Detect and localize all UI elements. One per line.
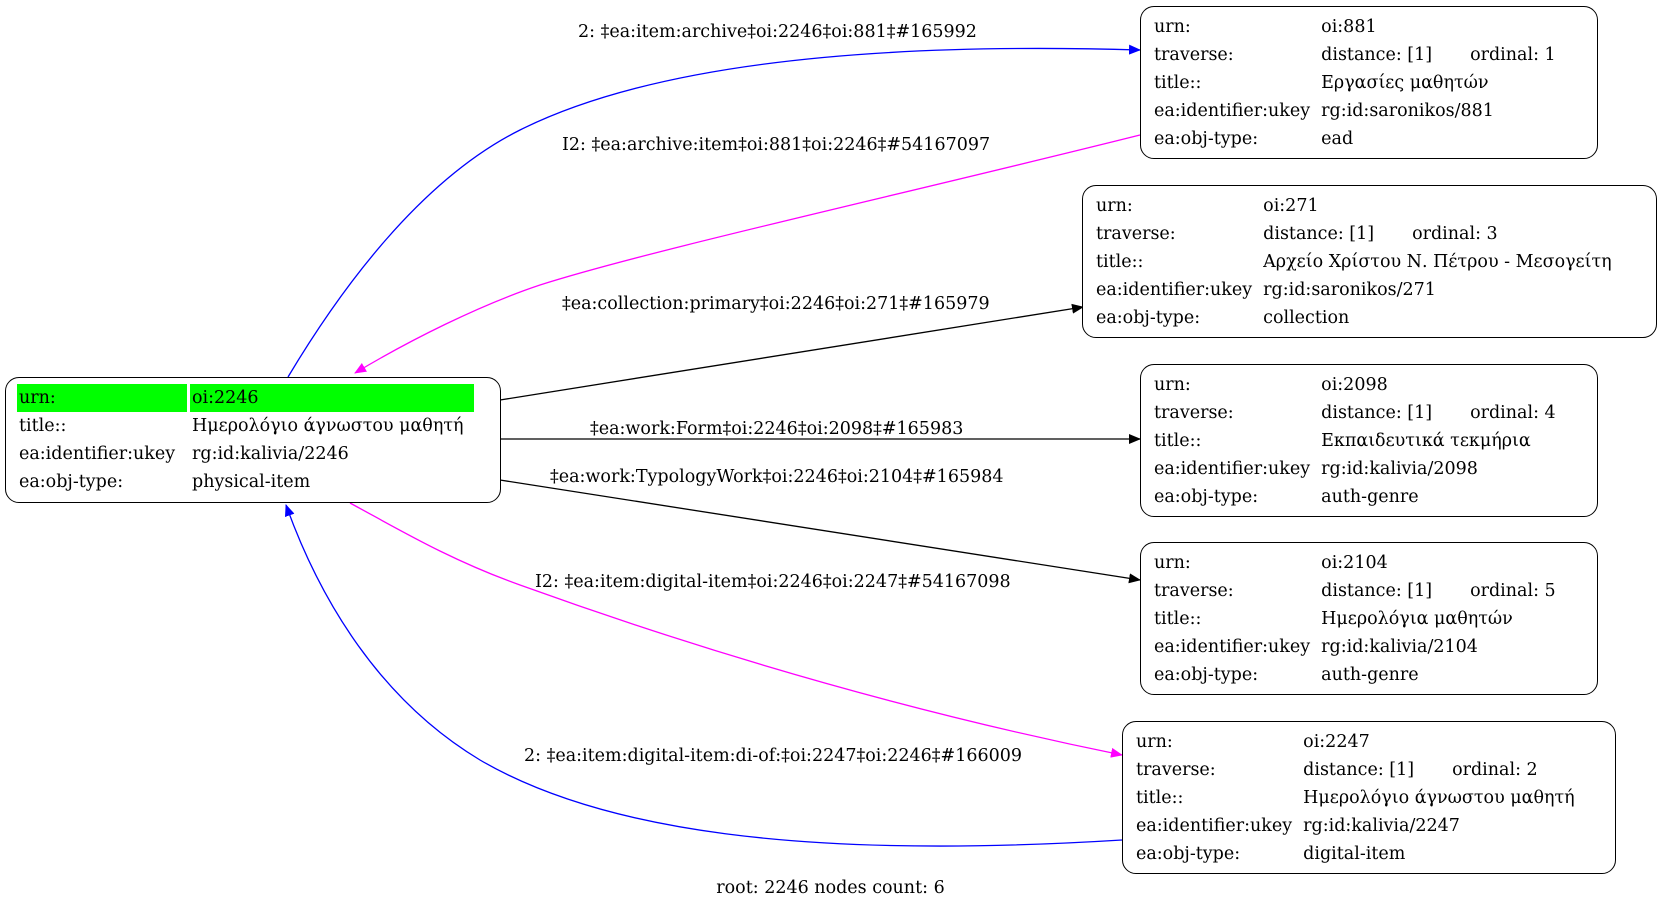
edge-2246-to-271[interactable] <box>499 303 1084 401</box>
title-value: Εκπαιδευτικά τεκμήρια <box>1321 431 1531 451</box>
distance-value: distance: [1] <box>1321 581 1433 601</box>
objtype-label: ea:obj-type: <box>1096 308 1201 328</box>
title-value: Εργασίες μαθητών <box>1321 73 1489 93</box>
objtype-label: ea:obj-type: <box>1154 487 1259 507</box>
distance-value: distance: [1] <box>1263 224 1375 244</box>
ordinal-value: ordinal: 2 <box>1452 760 1538 780</box>
root-node[interactable]: urn: oi:2246 title::Ημερολόγιο άγνωστου … <box>5 377 501 503</box>
title-label: title:: <box>1154 609 1202 629</box>
traverse-label: traverse: <box>1154 403 1234 423</box>
traverse-label: traverse: <box>1154 581 1234 601</box>
root-urn-row: urn: oi:2246 <box>17 384 474 412</box>
objtype-value: collection <box>1263 308 1350 328</box>
distance-value: distance: [1] <box>1321 403 1433 423</box>
title-value: Αρχείο Χρίστου Ν. Πέτρου - Μεσογείτη <box>1263 252 1612 272</box>
objtype-value: ead <box>1321 129 1354 149</box>
traverse-label: traverse: <box>1136 760 1216 780</box>
ordinal-value: ordinal: 1 <box>1470 45 1556 65</box>
title-label: title:: <box>1136 788 1184 808</box>
node-oi-2247[interactable]: urn: oi:2247 traverse: distance: [1] ordina… <box>1122 721 1616 874</box>
objtype-label: ea:obj-type: <box>1136 844 1241 864</box>
title-label: title:: <box>1154 73 1202 93</box>
ukey-value: rg:id:kalivia/2104 <box>1321 637 1478 657</box>
objtype-value: physical-item <box>192 472 311 492</box>
objtype-label: ea:obj-type: <box>1154 665 1259 685</box>
urn-value: oi:2098 <box>1321 375 1388 395</box>
ukey-label: ea:identifier:ukey <box>1096 280 1253 300</box>
edge-label: 2: ‡ea:item:archive‡oi:2246‡oi:881‡#1659… <box>578 22 977 42</box>
node-oi-2104[interactable]: urn: oi:2104 traverse: distance: [1] ordina… <box>1140 542 1598 695</box>
edge-label: ‡ea:work:TypologyWork‡oi:2246‡oi:2104‡#1… <box>550 467 1004 487</box>
edge-2246-to-2247[interactable] <box>349 502 1123 758</box>
edge-2246-to-881[interactable] <box>287 44 1141 378</box>
urn-value: oi:2247 <box>1303 732 1370 752</box>
urn-value: oi:2104 <box>1321 553 1388 573</box>
title-label: title:: <box>1096 252 1144 272</box>
graph-caption: root: 2246 nodes count: 6 <box>716 878 945 898</box>
ukey-label: ea:identifier:ukey <box>19 444 176 464</box>
ukey-value: rg:id:kalivia/2098 <box>1321 459 1478 479</box>
ordinal-value: ordinal: 5 <box>1470 581 1556 601</box>
objtype-value: digital-item <box>1303 844 1406 864</box>
ukey-label: ea:identifier:ukey <box>1154 637 1311 657</box>
node-oi-881[interactable]: urn: oi:881 traverse: distance: [1] ordinal… <box>1140 6 1598 159</box>
urn-value: oi:271 <box>1263 196 1319 216</box>
ukey-value: rg:id:saronikos/271 <box>1263 280 1436 300</box>
urn-label: urn: <box>1154 375 1191 395</box>
ukey-value: rg:id:kalivia/2246 <box>192 444 349 464</box>
traverse-label: traverse: <box>1096 224 1176 244</box>
ukey-label: ea:identifier:ukey <box>1154 459 1311 479</box>
objtype-label: ea:obj-type: <box>1154 129 1259 149</box>
title-label: title:: <box>1154 431 1202 451</box>
edge-label: ‡ea:work:Form‡oi:2246‡oi:2098‡#165983 <box>590 419 964 439</box>
node-oi-271[interactable]: urn: oi:271 traverse: distance: [1] ordinal… <box>1082 185 1657 338</box>
traverse-label: traverse: <box>1154 45 1234 65</box>
edge-label: I2: ‡ea:item:digital-item‡oi:2246‡oi:224… <box>535 572 1011 592</box>
title-value: Ημερολόγια μαθητών <box>1321 609 1513 629</box>
node-oi-2098[interactable]: urn: oi:2098 traverse: distance: [1] ordina… <box>1140 364 1598 517</box>
urn-value: oi:2246 <box>190 384 474 412</box>
urn-label: urn: <box>1096 196 1133 216</box>
ordinal-value: ordinal: 3 <box>1412 224 1498 244</box>
ordinal-value: ordinal: 4 <box>1470 403 1556 423</box>
edge-label: 2: ‡ea:item:digital-item:di-of:‡oi:2247‡… <box>524 746 1023 766</box>
ukey-label: ea:identifier:ukey <box>1154 101 1311 121</box>
ukey-value: rg:id:saronikos/881 <box>1321 101 1494 121</box>
distance-value: distance: [1] <box>1321 45 1433 65</box>
edge-label: ‡ea:collection:primary‡oi:2246‡oi:271‡#1… <box>562 294 990 314</box>
urn-label: urn: <box>17 384 187 412</box>
objtype-value: auth-genre <box>1321 665 1419 685</box>
title-value: Ημερολόγιο άγνωστου μαθητή <box>1303 788 1575 808</box>
title-value: Ημερολόγιο άγνωστου μαθητή <box>192 416 464 436</box>
urn-label: urn: <box>1136 732 1173 752</box>
ukey-label: ea:identifier:ukey <box>1136 816 1293 836</box>
distance-value: distance: [1] <box>1303 760 1415 780</box>
objtype-value: auth-genre <box>1321 487 1419 507</box>
title-label: title:: <box>19 416 67 436</box>
edge-2246-to-2104[interactable] <box>499 479 1141 584</box>
edge-label: I2: ‡ea:archive:item‡oi:881‡oi:2246‡#541… <box>562 135 991 155</box>
ukey-value: rg:id:kalivia/2247 <box>1303 816 1460 836</box>
urn-label: urn: <box>1154 553 1191 573</box>
objtype-label: ea:obj-type: <box>19 472 124 492</box>
urn-value: oi:881 <box>1321 17 1377 37</box>
edge-881-to-2246[interactable] <box>354 134 1141 374</box>
edge-2247-to-2246[interactable] <box>285 504 1123 847</box>
urn-label: urn: <box>1154 17 1191 37</box>
